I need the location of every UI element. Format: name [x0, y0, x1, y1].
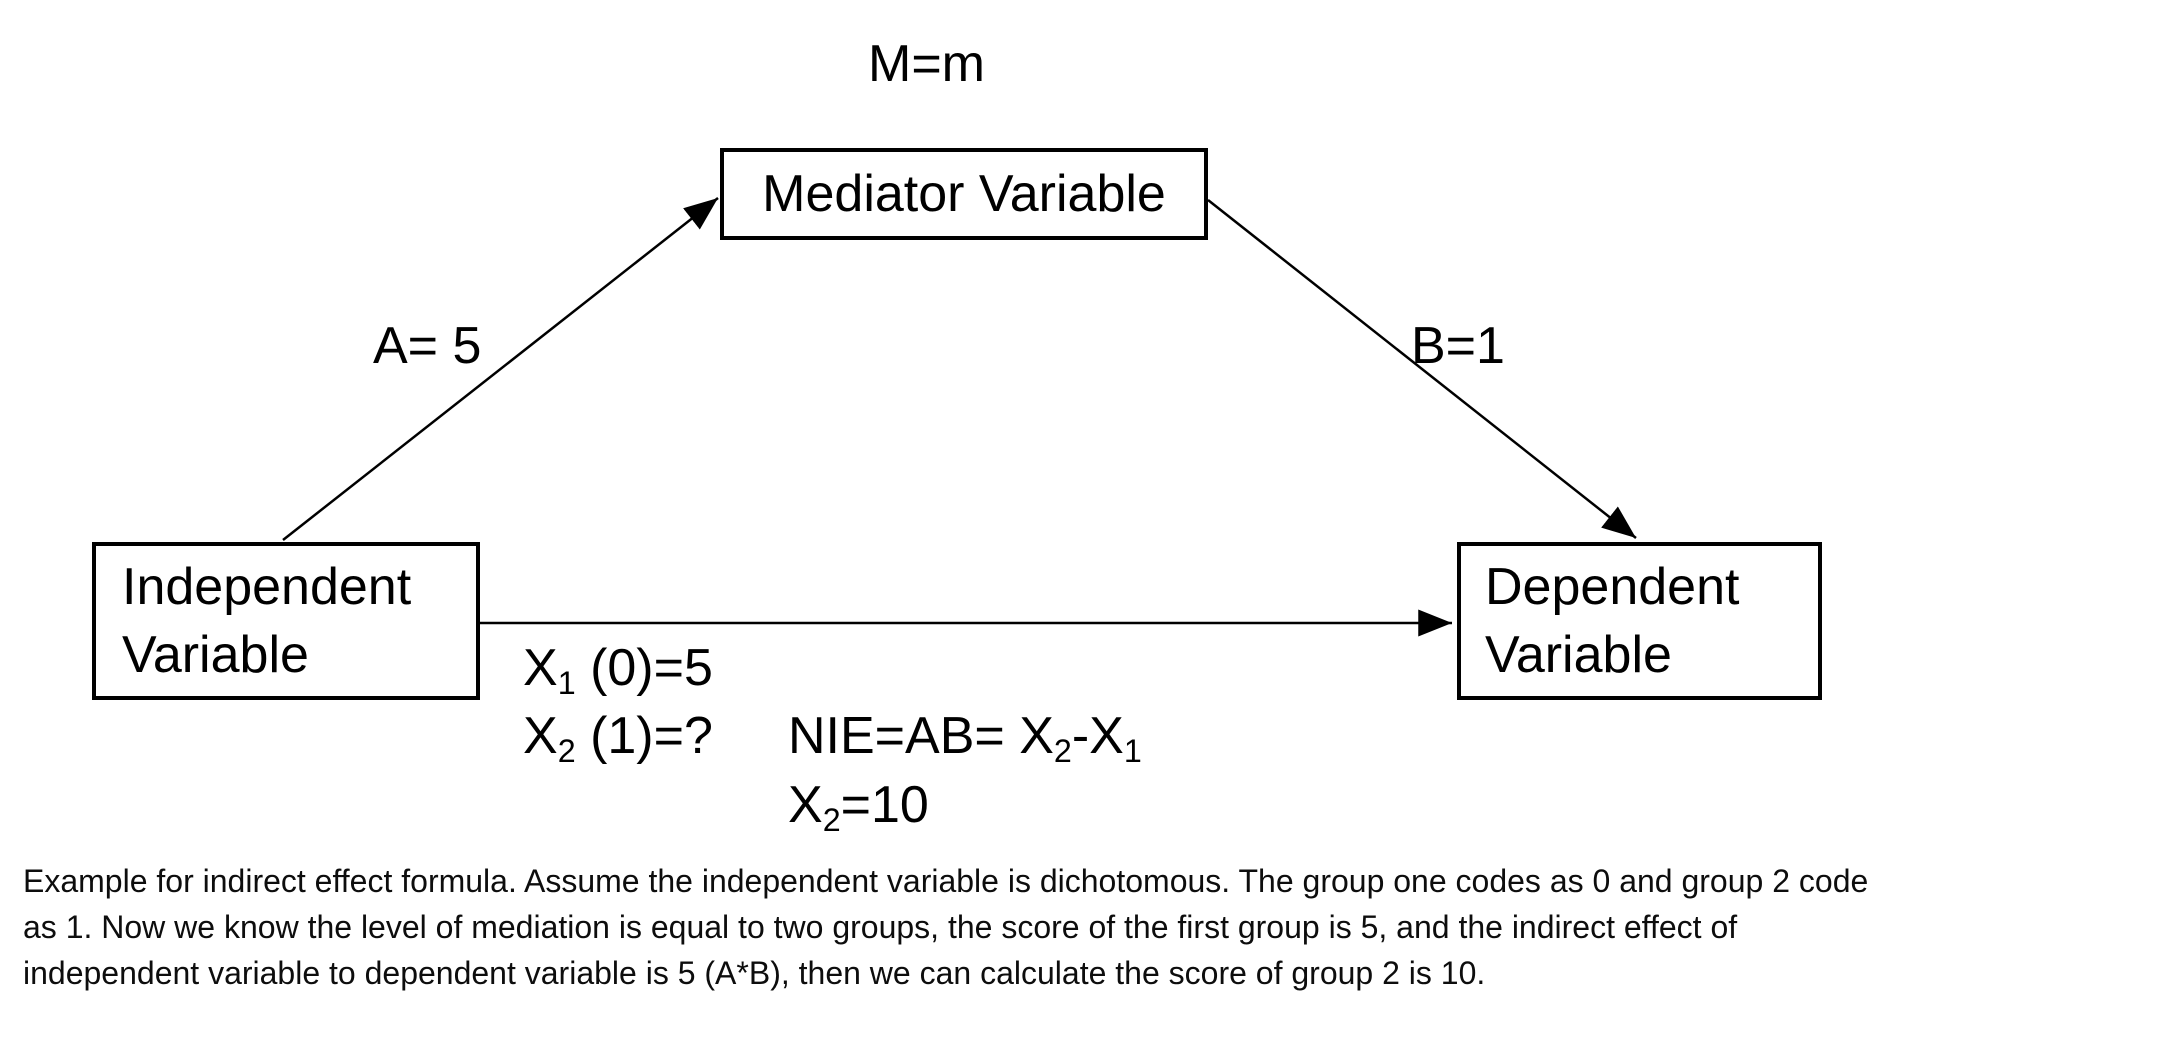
formula-text: X — [788, 776, 823, 834]
path-b-arrow — [1207, 199, 1637, 539]
caption-line-1: Example for indirect effect formula. Ass… — [23, 863, 1869, 899]
formula-text: (0)=5 — [575, 639, 713, 697]
formula-text: NIE=AB= X — [788, 707, 1054, 765]
m-equation-label: M=m — [868, 35, 985, 93]
dependent-variable-label-line2: Variable — [1485, 626, 1672, 684]
formula-text: X — [523, 639, 558, 697]
formula-subscript: 2 — [557, 733, 576, 770]
independent-variable-box: Independent Variable — [92, 542, 480, 700]
path-a-arrow — [282, 197, 719, 541]
formula-x2-group: X2 (1)=? — [523, 710, 713, 767]
caption-line-2: as 1. Now we know the level of mediation… — [23, 909, 1738, 945]
mediator-variable-box: Mediator Variable — [720, 148, 1208, 240]
formula-text: X — [523, 707, 558, 765]
formula-subscript: 1 — [557, 665, 576, 702]
dependent-variable-label-line1: Dependent — [1485, 558, 1740, 616]
formula-subscript: 2 — [822, 802, 841, 839]
formula-x2-result: X2=10 — [788, 779, 929, 836]
formula-text: -X — [1071, 707, 1124, 765]
formula-text: =10 — [840, 776, 929, 834]
formula-nie: NIE=AB= X2-X1 — [788, 710, 1142, 767]
formula-subscript: 1 — [1123, 733, 1142, 770]
path-b-label: B=1 — [1411, 317, 1505, 375]
formula-x1-group: X1 (0)=5 — [523, 642, 713, 699]
caption-line-3: independent variable to dependent variab… — [23, 955, 1486, 991]
dependent-variable-box: Dependent Variable — [1457, 542, 1822, 700]
formula-text: (1)=? — [575, 707, 713, 765]
independent-variable-label-line2: Variable — [122, 626, 309, 684]
caption: Example for indirect effect formula. Ass… — [23, 858, 1868, 996]
mediator-variable-label: Mediator Variable — [762, 165, 1166, 223]
independent-variable-label-line1: Independent — [122, 558, 412, 616]
formula-subscript: 2 — [1053, 733, 1072, 770]
path-a-label: A= 5 — [373, 317, 482, 375]
